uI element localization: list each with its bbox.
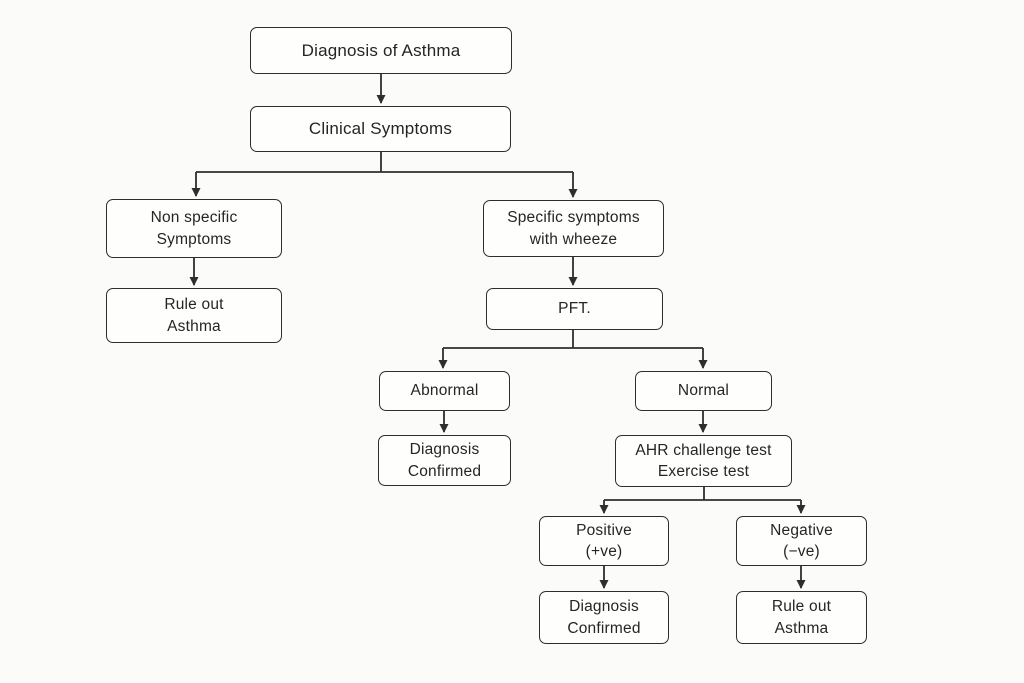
node-positive: Positive (+ve) [539,516,669,566]
node-negative: Negative (−ve) [736,516,867,566]
node-diagnosis-of-asthma: Diagnosis of Asthma [250,27,512,74]
node-abnormal: Abnormal [379,371,510,411]
node-diagnosis-confirmed-left: Diagnosis Confirmed [378,435,511,486]
node-specific-symptoms-wheeze: Specific symptoms with wheeze [483,200,664,257]
node-ahr-challenge-test: AHR challenge test Exercise test [615,435,792,487]
node-pft: PFT. [486,288,663,330]
node-clinical-symptoms: Clinical Symptoms [250,106,511,152]
node-non-specific-symptoms: Non specific Symptoms [106,199,282,258]
node-rule-out-asthma-bottom: Rule out Asthma [736,591,867,644]
node-diagnosis-confirmed-bottom: Diagnosis Confirmed [539,591,669,644]
node-rule-out-asthma-left: Rule out Asthma [106,288,282,343]
node-normal: Normal [635,371,772,411]
